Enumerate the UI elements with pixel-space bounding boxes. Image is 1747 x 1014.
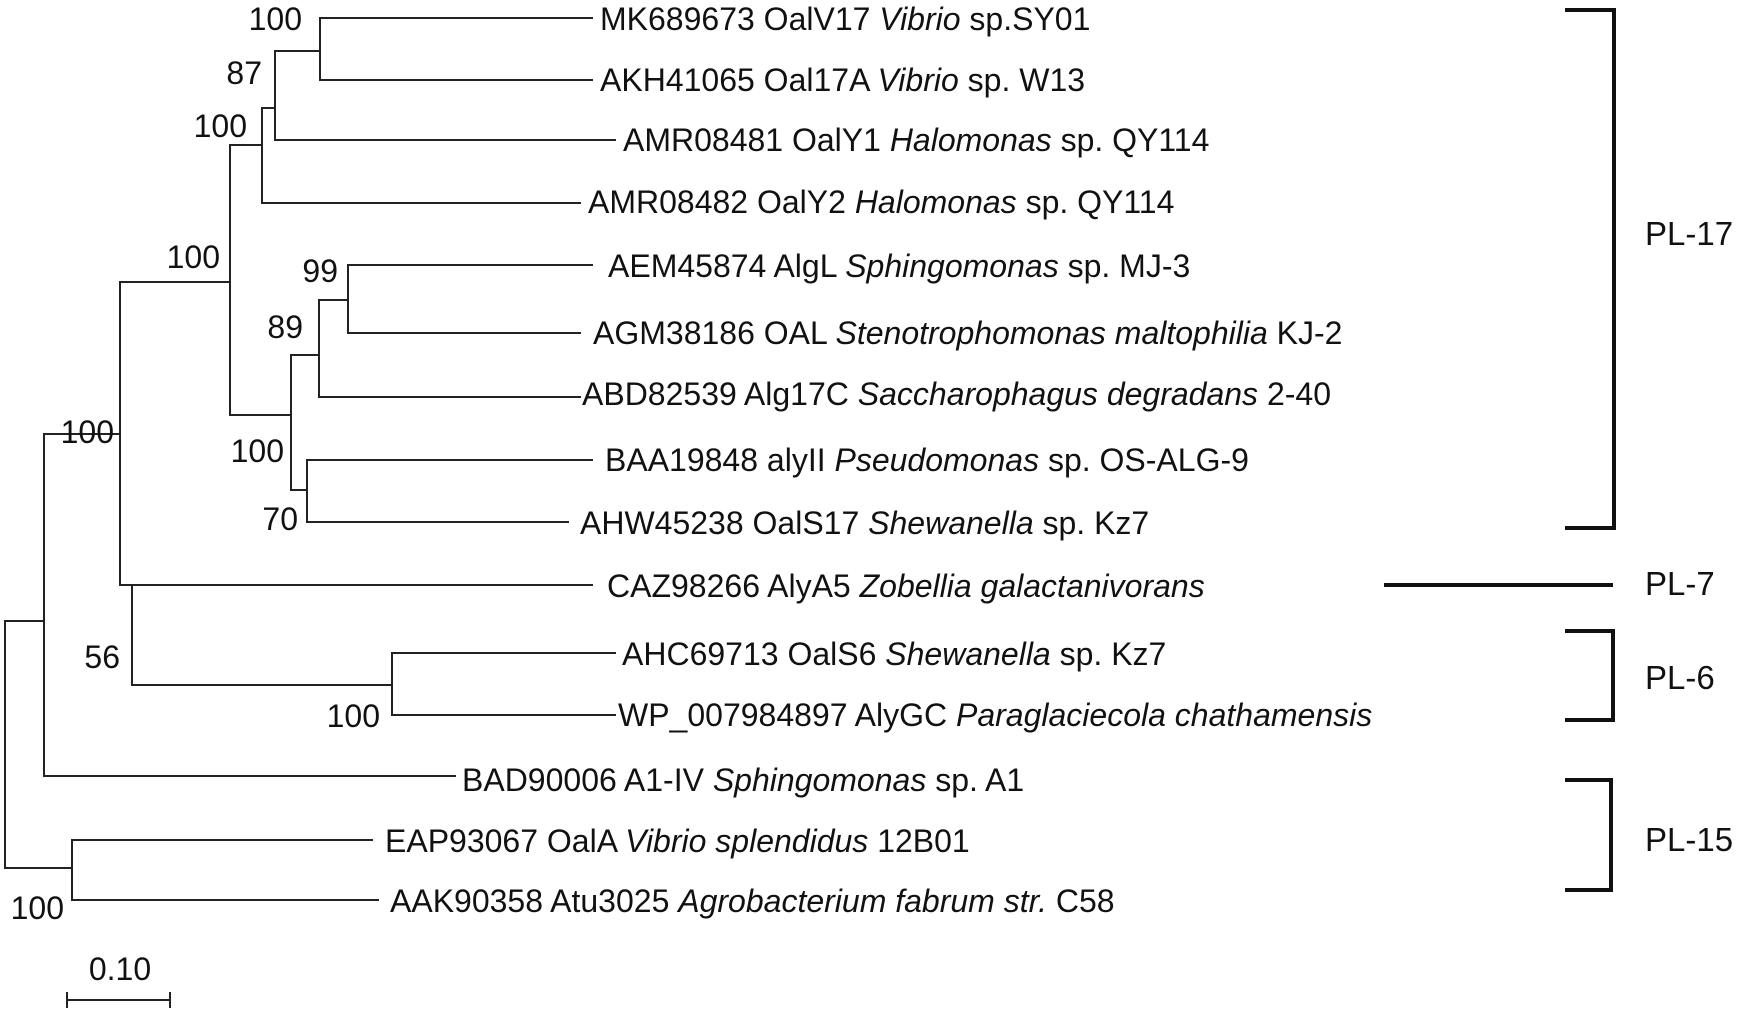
leaf-label-wp007984897: WP_007984897 AlyGC Paraglaciecola chatha… bbox=[618, 697, 1372, 733]
bootstrap-value: 100 bbox=[327, 698, 380, 734]
bootstrap-value: 100 bbox=[11, 890, 64, 926]
bootstrap-value: 70 bbox=[262, 501, 298, 537]
family-label-pl6: PL-6 bbox=[1645, 659, 1715, 696]
family-label-pl7: PL-7 bbox=[1645, 565, 1715, 602]
leaf-label-mk689673: MK689673 OalV17 Vibrio sp.SY01 bbox=[600, 1, 1090, 37]
leaf-label-ahc69713: AHC69713 OalS6 Shewanella sp. Kz7 bbox=[622, 636, 1166, 672]
tree-branches bbox=[4, 17, 616, 901]
bootstrap-value: 100 bbox=[249, 1, 302, 37]
bootstrap-values: 100 87 100 99 89 100 70 100 100 56 100 1… bbox=[11, 1, 380, 926]
bootstrap-value: 100 bbox=[231, 433, 284, 469]
family-brackets: PL-17 PL-7 PL-6 PL-15 bbox=[1384, 8, 1733, 892]
leaf-label-aak90358: AAK90358 Atu3025 Agrobacterium fabrum st… bbox=[390, 883, 1115, 919]
scale-bar-label: 0.10 bbox=[89, 951, 151, 987]
leaf-label-caz98266: CAZ98266 AlyA5 Zobellia galactanivorans bbox=[607, 568, 1205, 604]
bootstrap-value: 56 bbox=[84, 639, 120, 675]
leaf-label-amr08482: AMR08482 OalY2 Halomonas sp. QY114 bbox=[588, 184, 1174, 220]
scale-bar: 0.10 bbox=[66, 951, 171, 1008]
bootstrap-value: 100 bbox=[61, 414, 114, 450]
leaf-label-ahw45238: AHW45238 OalS17 Shewanella sp. Kz7 bbox=[580, 505, 1149, 541]
bracket-pl17 bbox=[1565, 8, 1616, 530]
leaf-label-aem45874: AEM45874 AlgL Sphingomonas sp. MJ-3 bbox=[608, 248, 1190, 284]
leaf-label-abd82539: ABD82539 Alg17C Saccharophagus degradans… bbox=[582, 376, 1331, 412]
leaf-label-bad90006: BAD90006 A1-IV Sphingomonas sp. A1 bbox=[462, 762, 1024, 798]
bootstrap-value: 87 bbox=[226, 55, 262, 91]
leaf-label-akh41065: AKH41065 Oal17A Vibrio sp. W13 bbox=[600, 62, 1085, 98]
leaf-labels: MK689673 OalV17 Vibrio sp.SY01 AKH41065 … bbox=[385, 1, 1372, 919]
family-label-pl17: PL-17 bbox=[1645, 215, 1733, 252]
bootstrap-value: 100 bbox=[194, 108, 247, 144]
bootstrap-value: 99 bbox=[302, 253, 338, 289]
family-label-pl15: PL-15 bbox=[1645, 821, 1733, 858]
bracket-pl15 bbox=[1565, 778, 1613, 892]
leaf-label-baa19848: BAA19848 alyII Pseudomonas sp. OS-ALG-9 bbox=[605, 442, 1249, 478]
leaf-label-amr08481: AMR08481 OalY1 Halomonas sp. QY114 bbox=[623, 122, 1209, 158]
bootstrap-value: 89 bbox=[267, 309, 303, 345]
leaf-label-eap93067: EAP93067 OalA Vibrio splendidus 12B01 bbox=[385, 823, 970, 859]
bracket-pl6 bbox=[1565, 629, 1615, 722]
bootstrap-value: 100 bbox=[167, 239, 220, 275]
leaf-label-agm38186: AGM38186 OAL Stenotrophomonas maltophili… bbox=[593, 315, 1342, 351]
